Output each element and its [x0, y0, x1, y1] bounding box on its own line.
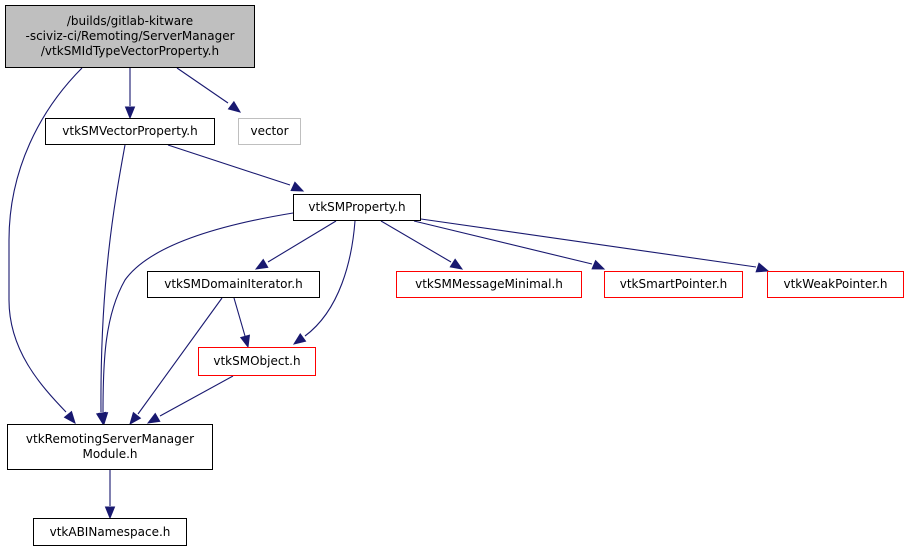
arrowhead-icon [254, 258, 269, 270]
edge-vector-property-to-module [95, 144, 126, 426]
node-smart-pointer-label: vtkSmartPointer.h [619, 277, 728, 291]
node-root[interactable]: /builds/gitlab-kitware -sciviz-ci/Remoti… [5, 5, 255, 68]
edge-property-to-sm-object [292, 220, 356, 345]
arrowhead-icon [591, 259, 606, 270]
arrowhead-icon [227, 100, 242, 113]
arrowhead-icon [755, 262, 770, 273]
node-domain-iterator-label: vtkSMDomainIterator.h [164, 277, 303, 291]
arrowhead-icon [63, 410, 76, 425]
edge-line [413, 220, 593, 265]
node-message-minimal[interactable]: vtkSMMessageMinimal.h [396, 271, 582, 298]
edge-domain-iterator-to-module [129, 297, 223, 426]
edge-line [267, 220, 337, 263]
node-root-line-1: /builds/gitlab-kitware [66, 14, 194, 28]
node-property[interactable]: vtkSMProperty.h [293, 194, 421, 221]
edge-sm-object-to-module [146, 375, 234, 424]
arrowhead-icon [292, 332, 307, 345]
edge-line [420, 218, 757, 268]
node-weak-pointer[interactable]: vtkWeakPointer.h [767, 271, 904, 298]
node-module-line-1: vtkRemotingServerManager [25, 432, 195, 446]
edge-root-to-vector-property [124, 68, 136, 120]
node-abi-namespace-label: vtkABINamespace.h [49, 524, 171, 539]
edge-module-to-abi-namespace [104, 470, 116, 520]
node-root-line-3: /vtkSMIdTypeVectorProperty.h [40, 44, 220, 58]
arrowhead-icon [124, 106, 136, 120]
edge-root-to-module [8, 67, 83, 425]
node-abi-namespace[interactable]: vtkABINamespace.h [33, 518, 187, 546]
edge-property-to-module [97, 212, 294, 426]
node-weak-pointer-label: vtkWeakPointer.h [783, 277, 888, 291]
node-smart-pointer[interactable]: vtkSmartPointer.h [604, 271, 743, 298]
node-domain-iterator[interactable]: vtkSMDomainIterator.h [147, 271, 320, 298]
node-vector-property-label: vtkSMVectorProperty.h [62, 124, 198, 138]
edge-line [380, 220, 452, 263]
edge-line [137, 297, 223, 415]
edge-property-to-domain-iterator [254, 220, 337, 270]
node-sm-object-label: vtkSMObject.h [213, 354, 301, 368]
node-vector-label: vector [250, 124, 289, 138]
edge-property-to-smart-pointer [413, 220, 606, 270]
arrowhead-icon [146, 412, 161, 424]
node-vector[interactable]: vector [238, 118, 301, 145]
edge-domain-iterator-to-sm-object [233, 297, 251, 349]
edge-line [176, 67, 229, 104]
arrowhead-icon [97, 412, 109, 426]
node-property-label: vtkSMProperty.h [308, 200, 406, 214]
edge-property-to-weak-pointer [420, 218, 770, 273]
node-module-line-2: Module.h [82, 447, 138, 461]
edge-line [167, 144, 291, 186]
node-message-minimal-label: vtkSMMessageMinimal.h [415, 277, 563, 291]
edge-line [102, 212, 294, 413]
arrowhead-icon [449, 258, 464, 270]
edge-line [233, 297, 246, 337]
edge-line [100, 144, 126, 413]
arrowhead-icon [104, 506, 116, 520]
node-vector-property[interactable]: vtkSMVectorProperty.h [45, 118, 215, 145]
arrowhead-icon [129, 411, 142, 426]
edge-property-to-message-minimal [380, 220, 464, 270]
node-root-line-2: -sciviz-ci/Remoting/ServerManager [25, 29, 235, 43]
edge-vector-property-to-property [167, 144, 305, 192]
edge-root-to-vector [176, 67, 242, 113]
node-module[interactable]: vtkRemotingServerManager Module.h [7, 424, 213, 470]
arrowhead-icon [290, 181, 305, 192]
edge-line [304, 220, 356, 337]
node-sm-object[interactable]: vtkSMObject.h [198, 347, 316, 376]
edge-line [8, 67, 83, 413]
edge-line [159, 375, 234, 417]
arrowhead-icon [239, 334, 251, 349]
